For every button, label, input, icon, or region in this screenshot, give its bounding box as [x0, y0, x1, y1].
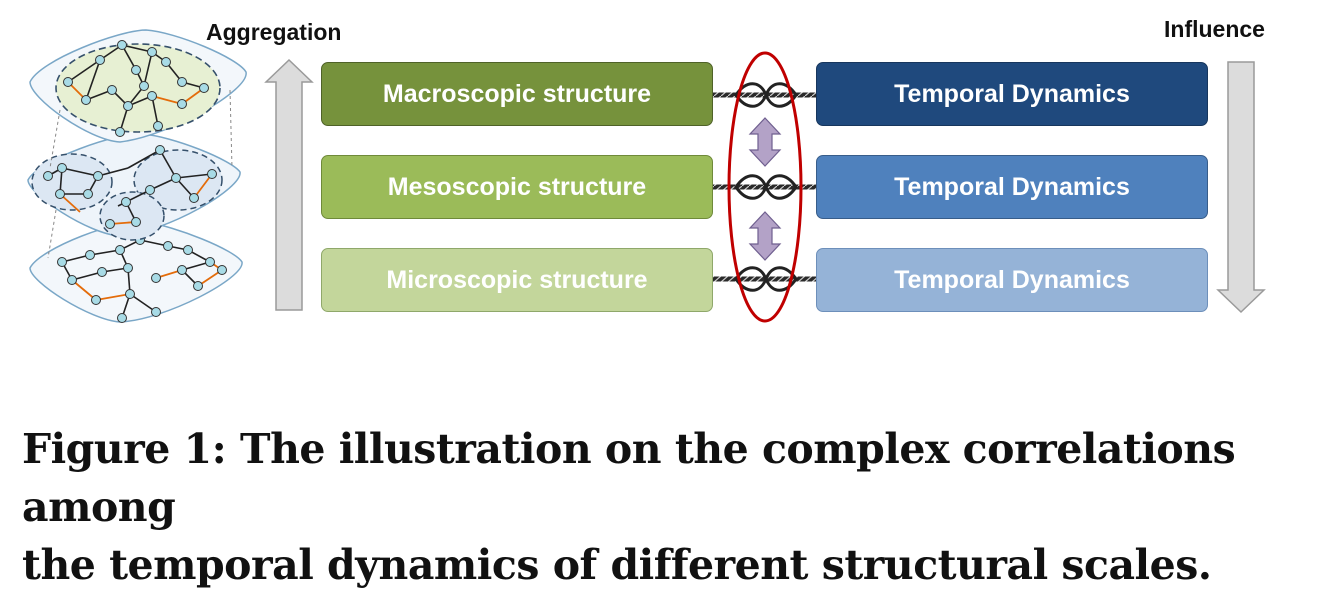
caption-line-2: the temporal dynamics of different struc…: [22, 541, 1212, 589]
dynamics-box-micro: Temporal Dynamics: [816, 248, 1208, 312]
figure-canvas: [27, 29, 1266, 323]
double-arrow-lower: [748, 211, 782, 261]
micro-layer: [29, 220, 243, 323]
chain-connector: [712, 82, 816, 108]
dynamics-box-meso: Temporal Dynamics: [816, 155, 1208, 219]
aggregation-label: Aggregation: [206, 19, 342, 45]
chain-connector: [712, 266, 816, 292]
meso-layer: [27, 133, 241, 241]
caption-line-1: Figure 1: The illustration on the comple…: [22, 425, 1236, 531]
network-layers-illustration: [27, 29, 247, 323]
structure-box-macroscopic: Macroscopic structure: [321, 62, 713, 126]
aggregation-arrow: [264, 58, 314, 311]
dynamics-box-macro: Temporal Dynamics: [816, 62, 1208, 126]
double-arrow-upper: [748, 117, 782, 167]
influence-label: Influence: [1164, 16, 1265, 42]
correlation-ellipse: [727, 51, 803, 323]
macro-layer: [29, 29, 247, 143]
figure-caption: Figure 1: The illustration on the comple…: [22, 420, 1312, 594]
influence-arrow: [1216, 61, 1266, 314]
structure-box-microscopic: Microscopic structure: [321, 248, 713, 312]
structure-box-mesoscopic: Mesoscopic structure: [321, 155, 713, 219]
